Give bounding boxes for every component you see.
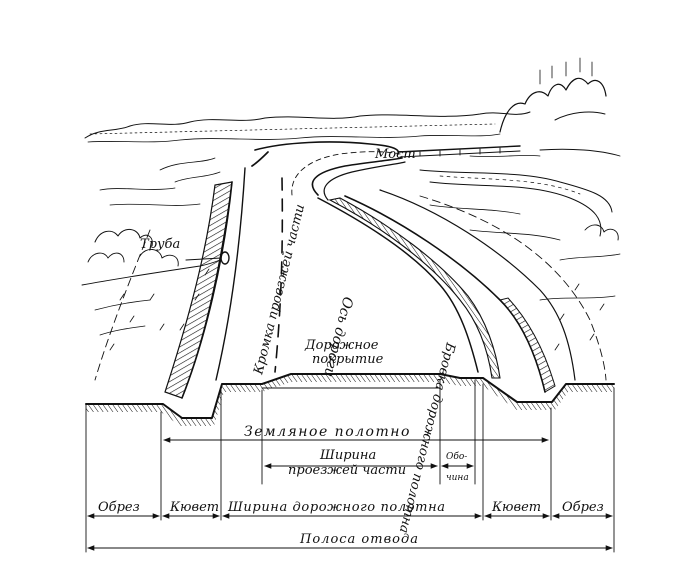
- far-road: [254, 141, 406, 201]
- right-of-way-label: Полоса отвода: [299, 532, 419, 547]
- cross-section: [85, 373, 615, 426]
- dimension-lines: [87, 437, 613, 551]
- carriageway-label-2: проезжей части: [288, 463, 406, 478]
- left-shoulder-slope: [164, 181, 233, 399]
- shoulder-label-1: Обо-: [446, 451, 467, 462]
- near-road: [94, 151, 607, 399]
- pavement-word-1: Дорожное: [304, 338, 379, 353]
- pavement-label: Дорожное покрытие: [304, 338, 384, 367]
- horizon-trees: [84, 57, 607, 143]
- carriageway-label-1: Ширина: [319, 448, 376, 463]
- roadbed-width-label: Ширина дорожного полотна: [227, 500, 446, 515]
- left-ditch-label: Кювет: [169, 500, 219, 515]
- extension-lines: [85, 379, 615, 553]
- right-ditch-slope: [499, 297, 556, 393]
- bridge: Мост: [374, 145, 521, 162]
- right-slope-label: Обрез: [562, 500, 604, 515]
- pipe-label: Труба: [140, 237, 180, 252]
- cross-section-fill: [86, 374, 614, 426]
- bridge-label: Мост: [374, 147, 416, 162]
- shoulder-label-2: чина: [446, 473, 469, 483]
- right-ditch-label: Кювет: [491, 500, 541, 515]
- right-shoulder-slope: [328, 197, 501, 379]
- river: [419, 148, 621, 237]
- earth-bed-label: Земляное полотно: [244, 424, 411, 440]
- left-slope-label: Обрез: [98, 500, 140, 515]
- pavement-edge-label: Кромка проезжей части: [251, 203, 308, 377]
- pavement-word-2: покрытие: [312, 352, 384, 367]
- dimension-labels: Земляное полотно Ширина проезжей части О…: [98, 424, 604, 547]
